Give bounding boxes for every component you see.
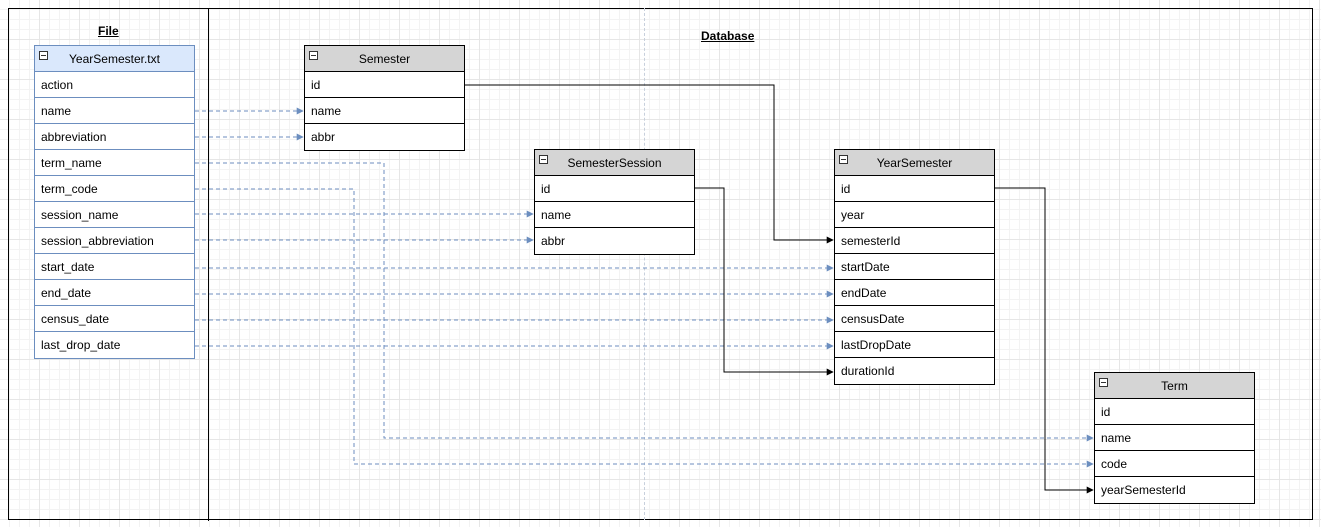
file-section-title: File [98,24,119,38]
table-term[interactable]: Term id name code yearSemesterId [1094,372,1255,504]
field-last-drop-date[interactable]: lastDropDate [835,332,994,358]
field-term-code[interactable]: term_code [35,176,194,202]
field-census-date[interactable]: census_date [35,306,194,332]
collapse-icon[interactable] [539,155,548,164]
field-id[interactable]: id [535,176,694,202]
field-abbr[interactable]: abbr [305,124,464,150]
file-table-yearsemester-txt[interactable]: YearSemester.txt action name abbreviatio… [34,45,195,359]
table-header[interactable]: Semester [305,46,464,72]
collapse-icon[interactable] [1099,378,1108,387]
collapse-icon[interactable] [839,155,848,164]
field-last-drop-date[interactable]: last_drop_date [35,332,194,358]
field-end-date[interactable]: end_date [35,280,194,306]
field-code[interactable]: code [1095,451,1254,477]
table-semester[interactable]: Semester id name abbr [304,45,465,151]
field-action[interactable]: action [35,72,194,98]
table-title: SemesterSession [567,156,662,170]
field-semester-id[interactable]: semesterId [835,228,994,254]
table-title: Term [1161,379,1188,393]
table-yearsemester[interactable]: YearSemester id year semesterId startDat… [834,149,995,385]
diagram-frame [8,8,1313,520]
center-guide-line [644,8,645,520]
table-header[interactable]: Term [1095,373,1254,399]
field-year-semester-id[interactable]: yearSemesterId [1095,477,1254,503]
section-divider [208,8,209,521]
field-duration-id[interactable]: durationId [835,358,994,384]
table-title: YearSemester.txt [69,52,160,66]
field-name[interactable]: name [35,98,194,124]
table-title: YearSemester [876,156,953,170]
field-census-date[interactable]: censusDate [835,306,994,332]
field-abbr[interactable]: abbr [535,228,694,254]
field-id[interactable]: id [835,176,994,202]
field-term-name[interactable]: term_name [35,150,194,176]
table-title: Semester [358,52,411,66]
collapse-icon[interactable] [309,51,318,60]
table-header[interactable]: YearSemester.txt [35,46,194,72]
table-semester-session[interactable]: SemesterSession id name abbr [534,149,695,255]
field-abbreviation[interactable]: abbreviation [35,124,194,150]
field-start-date[interactable]: startDate [835,254,994,280]
table-header[interactable]: SemesterSession [535,150,694,176]
field-end-date[interactable]: endDate [835,280,994,306]
field-session-abbreviation[interactable]: session_abbreviation [35,228,194,254]
table-header[interactable]: YearSemester [835,150,994,176]
field-year[interactable]: year [835,202,994,228]
field-id[interactable]: id [1095,399,1254,425]
field-name[interactable]: name [535,202,694,228]
field-id[interactable]: id [305,72,464,98]
collapse-icon[interactable] [39,51,48,60]
field-name[interactable]: name [1095,425,1254,451]
database-section-title: Database [701,29,755,43]
field-start-date[interactable]: start_date [35,254,194,280]
field-name[interactable]: name [305,98,464,124]
field-session-name[interactable]: session_name [35,202,194,228]
